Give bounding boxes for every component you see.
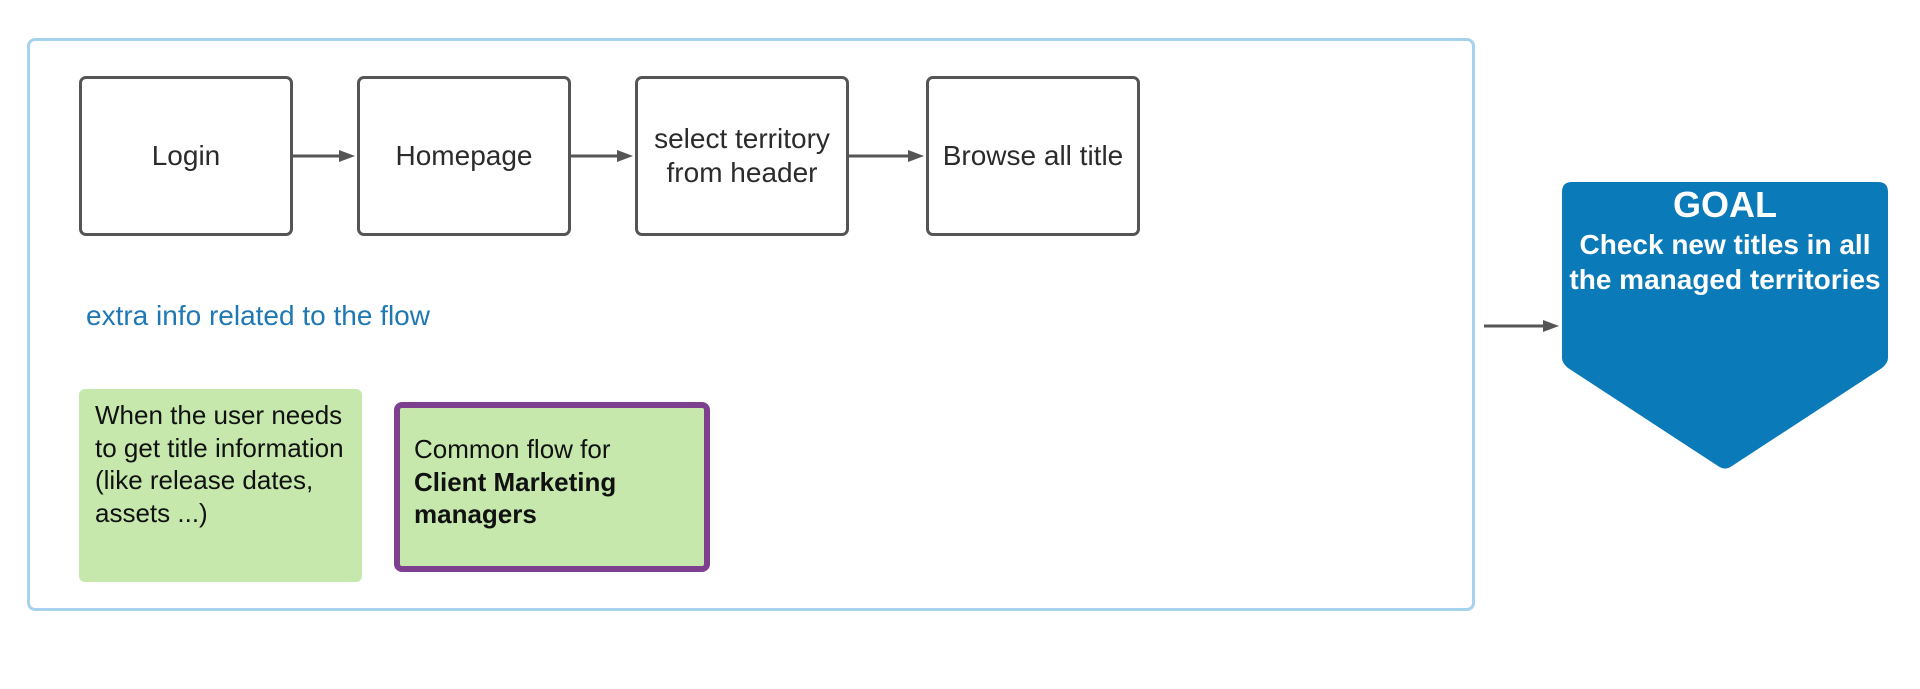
step-browse-all-title-label: Browse all title <box>942 140 1124 171</box>
flow-container <box>27 38 1475 611</box>
step-login-label: Login <box>151 140 221 171</box>
goal-shape <box>1562 182 1888 469</box>
arrow-homepage-to-select-territory <box>571 150 633 162</box>
step-select-territory: select territory from header <box>635 76 849 236</box>
common-flow-role: Client Marketing managers <box>414 466 617 530</box>
step-browse-all-title: Browse all title <box>926 76 1140 236</box>
goal-title: GOAL <box>1673 184 1777 225</box>
extra-info-text: extra info related to the flow <box>86 300 430 331</box>
step-homepage: Homepage <box>357 76 571 236</box>
step-select-territory-label: select territory from header <box>654 123 830 188</box>
common-flow-prefix: Common flow for <box>414 434 611 464</box>
arrow-flow-to-goal <box>1484 320 1559 332</box>
step-homepage-label: Homepage <box>395 140 533 171</box>
arrow-login-to-homepage <box>293 150 355 162</box>
user-need-note: When the user needs to get title informa… <box>79 389 362 582</box>
arrow-select-territory-to-browse <box>849 150 924 162</box>
common-flow-note: Common flow for Client Marketing manager… <box>394 402 710 572</box>
goal-text: GOAL Check new titles in all the managed… <box>1562 183 1888 297</box>
step-login: Login <box>79 76 293 236</box>
goal-description: Check new titles in all the managed terr… <box>1569 229 1881 295</box>
